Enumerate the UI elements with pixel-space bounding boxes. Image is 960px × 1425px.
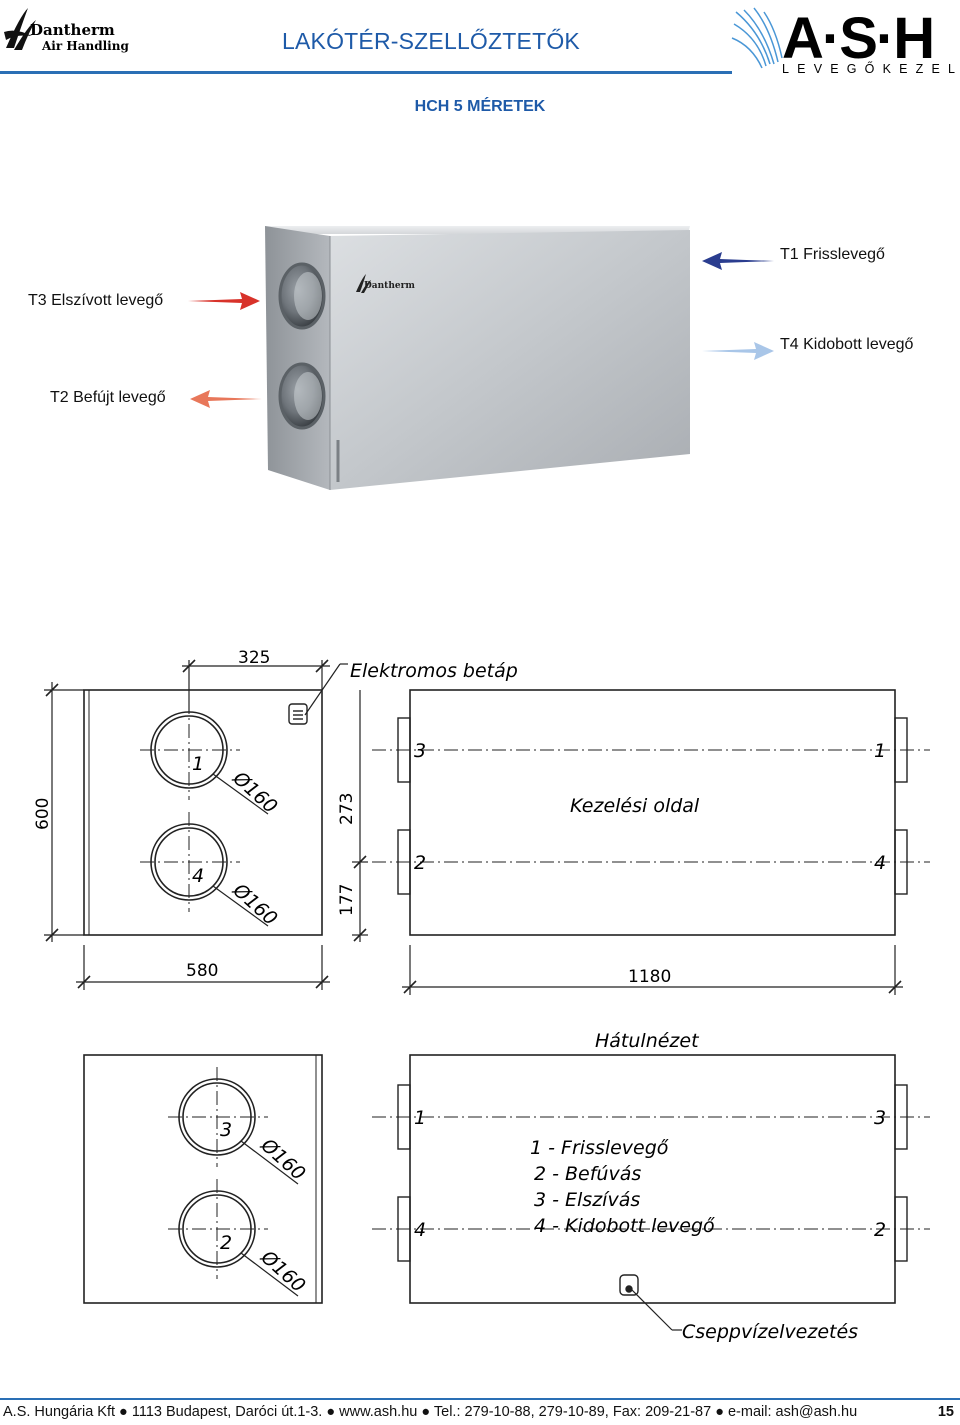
power-socket-icon: [288, 703, 308, 725]
port-number-side-1: 1: [874, 740, 886, 762]
dim-diameter-1: Ø160: [228, 767, 282, 818]
dim-600: 600: [33, 798, 53, 830]
footer-divider: [0, 1398, 960, 1400]
label-operating-side: Kezelési oldal: [570, 795, 700, 817]
arrow-t3-icon: [188, 292, 260, 310]
dantherm-logo: Dantherm Air Handling: [4, 8, 129, 53]
arrow-t4-icon: [702, 342, 774, 360]
arrow-t2-icon: [190, 390, 262, 408]
flow-label-t3: T3 Elszívott levegő: [28, 292, 164, 309]
dim-1180: 1180: [628, 967, 671, 987]
technical-drawing: 325 600 273 177 580 1180 Ø160 Ø160 Ø160 …: [33, 648, 930, 1343]
port-number-front-4: 4: [192, 865, 204, 887]
unit-brand-icon: [356, 274, 371, 293]
dim-diameter-2: Ø160: [228, 879, 282, 930]
flow-label-t1: T1 Frisslevegő: [780, 246, 885, 263]
back-side-outline: [409, 1054, 896, 1304]
port-number-rear-4: 4: [414, 1219, 426, 1241]
condensate-drain-icon: [619, 1274, 639, 1296]
dim-273: 273: [337, 793, 357, 825]
ash-wordmark: A·S·H: [782, 6, 933, 71]
unit-brand-label: Dantherm: [364, 281, 415, 291]
footer-contact: A.S. Hungária Kft ● 1113 Budapest, Daróc…: [3, 1404, 858, 1420]
dantherm-subname: Air Handling: [41, 39, 129, 53]
lower-duct-icon: [278, 362, 326, 430]
dantherm-name: Dantherm: [30, 21, 115, 39]
arrow-t1-icon: [702, 252, 774, 270]
dim-325: 325: [238, 648, 270, 668]
unit-photo: Dantherm: [265, 226, 690, 490]
upper-duct-icon: [278, 262, 326, 330]
document-title: LAKÓTÉR-SZELLŐZTETŐK: [282, 28, 580, 54]
duct-circles: [150, 711, 256, 1268]
legend-item: 4 - Kidobott levegő: [534, 1215, 715, 1237]
port-legend: 1 - Frisslevegő 2 - Befúvás 3 - Elszívás…: [530, 1137, 715, 1237]
ash-tagline: LEVEGŐKEZELÉS: [782, 61, 960, 76]
page-number: 15: [937, 1404, 954, 1420]
flow-label-t2: T2 Befújt levegő: [50, 389, 166, 406]
port-number-side-4: 4: [874, 852, 886, 874]
dim-177: 177: [337, 884, 357, 916]
legend-item: 1 - Frisslevegő: [530, 1137, 669, 1159]
label-power-supply: Elektromos betáp: [350, 660, 518, 682]
port-number-back-3: 3: [220, 1119, 232, 1141]
port-number-side-3: 3: [414, 740, 426, 762]
dim-diameter-3: Ø160: [256, 1134, 310, 1185]
port-number-back-2: 2: [220, 1232, 232, 1254]
fan-icon: [731, 7, 783, 69]
label-back-view: Hátulnézet: [595, 1030, 700, 1052]
port-number-rear-2: 2: [874, 1219, 886, 1241]
dim-580: 580: [186, 961, 218, 981]
port-number-rear-1: 1: [414, 1107, 426, 1129]
legend-item: 2 - Befúvás: [534, 1163, 641, 1185]
label-condensate: Cseppvízelvezetés: [682, 1321, 858, 1343]
front-view-outline: [83, 689, 323, 936]
port-number-front-1: 1: [192, 753, 204, 775]
side-view-outline: [409, 689, 896, 936]
port-number-side-2: 2: [414, 852, 426, 874]
header-divider: [0, 71, 732, 74]
legend-item: 3 - Elszívás: [534, 1189, 640, 1211]
flow-label-t4: T4 Kidobott levegő: [780, 336, 914, 353]
dantherm-swirl-icon: [4, 8, 36, 50]
port-number-rear-3: 3: [874, 1107, 886, 1129]
dim-diameter-4: Ø160: [256, 1246, 310, 1297]
page-subtitle: HCH 5 MÉRETEK: [414, 98, 546, 115]
ash-logo: A·S·H LEVEGŐKEZELÉS: [731, 6, 960, 76]
back-view-outline: [83, 1054, 323, 1304]
